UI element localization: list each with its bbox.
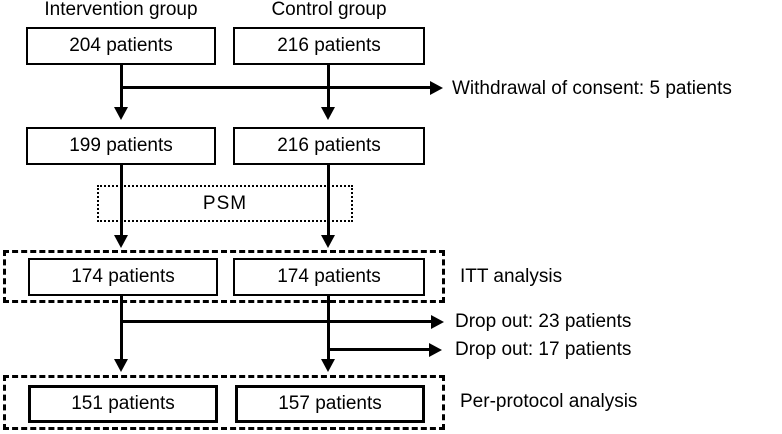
per-protocol-control-box: 157 patients [235, 385, 425, 423]
after-withdrawal-control-box: 216 patients [233, 127, 425, 165]
arrowhead-right-withdrawal [430, 81, 443, 95]
per-protocol-intervention-box: 151 patients [28, 385, 218, 423]
arrowhead-down-control-2 [321, 235, 335, 248]
dropout-control-arrow-line [328, 348, 431, 351]
psm-box: PSM [97, 185, 353, 222]
per-protocol-region [3, 375, 445, 430]
itt-analysis-region [3, 250, 445, 303]
arrowhead-down-control-3 [321, 359, 335, 372]
connector-control-pp [327, 296, 330, 360]
dropout-control-note: Drop out: 17 patients [455, 339, 632, 360]
itt-control-box: 174 patients [233, 258, 425, 296]
dropout-intervention-arrow-line [122, 320, 433, 323]
itt-analysis-label: ITT analysis [460, 266, 563, 287]
intervention-group-header: Intervention group [44, 0, 198, 20]
per-protocol-label: Per-protocol analysis [460, 391, 638, 412]
enrollment-intervention-box: 204 patients [26, 27, 216, 65]
after-withdrawal-intervention-box: 199 patients [26, 127, 216, 165]
arrowhead-down-intervention-2 [114, 235, 128, 248]
arrowhead-down-control-1 [321, 107, 335, 120]
enrollment-control-box: 216 patients [233, 27, 425, 65]
connector-intervention-psm [120, 164, 123, 236]
arrowhead-right-dropout-intervention [431, 315, 444, 329]
connector-intervention-pp [120, 296, 123, 360]
itt-intervention-box: 174 patients [28, 258, 218, 296]
arrowhead-down-intervention-1 [114, 107, 128, 120]
connector-control-psm [327, 164, 330, 236]
arrowhead-right-dropout-control [429, 343, 442, 357]
withdrawal-arrow-line [120, 86, 432, 89]
arrowhead-down-intervention-3 [114, 359, 128, 372]
control-group-header: Control group [271, 0, 387, 20]
withdrawal-note: Withdrawal of consent: 5 patients [452, 78, 732, 99]
dropout-intervention-note: Drop out: 23 patients [455, 311, 632, 332]
